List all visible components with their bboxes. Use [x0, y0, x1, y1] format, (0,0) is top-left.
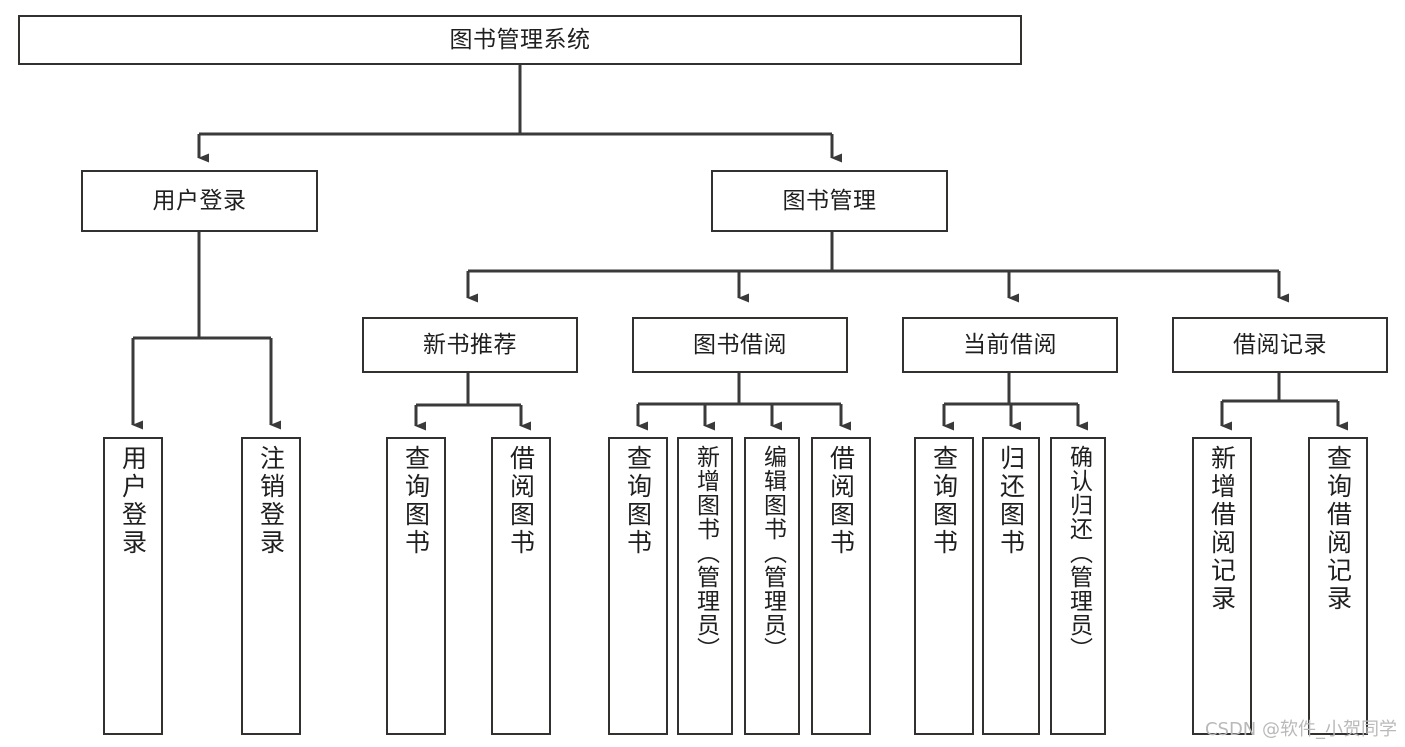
leaf-edit-book-admin[interactable]: 编辑图书（管理员） [744, 437, 800, 735]
node-borrow-record-label: 借阅记录 [1233, 331, 1327, 358]
node-new-book-recommend-label: 新书推荐 [423, 331, 517, 358]
leaf-user-login[interactable]: 用户登录 [103, 437, 163, 735]
node-current-borrow[interactable]: 当前借阅 [902, 317, 1118, 373]
leaf-query-book-current[interactable]: 查询图书 [914, 437, 974, 735]
leaf-confirm-return-admin-label: 确认归还（管理员） [1065, 445, 1092, 661]
csdn-watermark: CSDN @软件_小贺同学 [1204, 719, 1397, 740]
node-book-management-label: 图书管理 [782, 187, 877, 214]
node-current-borrow-label: 当前借阅 [963, 331, 1057, 358]
leaf-borrow-book-borrow[interactable]: 借阅图书 [811, 437, 871, 735]
node-user-login-label: 用户登录 [152, 187, 247, 214]
leaf-query-book-newbook[interactable]: 查询图书 [386, 437, 446, 735]
node-new-book-recommend[interactable]: 新书推荐 [362, 317, 578, 373]
leaf-return-book-label: 归还图书 [996, 445, 1026, 557]
leaf-add-book-admin[interactable]: 新增图书（管理员） [677, 437, 733, 735]
node-book-borrow-label: 图书借阅 [693, 331, 787, 358]
leaf-borrow-book-newbook[interactable]: 借阅图书 [491, 437, 551, 735]
leaf-borrow-book-newbook-label: 借阅图书 [506, 445, 536, 557]
leaf-logout-label: 注销登录 [256, 445, 286, 557]
leaf-add-book-admin-label: 新增图书（管理员） [692, 445, 719, 661]
leaf-add-borrow-record[interactable]: 新增借阅记录 [1192, 437, 1252, 735]
node-book-management[interactable]: 图书管理 [711, 170, 948, 232]
leaf-return-book[interactable]: 归还图书 [982, 437, 1040, 735]
leaf-add-borrow-record-label: 新增借阅记录 [1207, 445, 1237, 613]
node-root[interactable]: 图书管理系统 [18, 15, 1022, 65]
node-book-borrow[interactable]: 图书借阅 [632, 317, 848, 373]
node-root-label: 图书管理系统 [449, 26, 591, 53]
leaf-logout[interactable]: 注销登录 [241, 437, 301, 735]
leaf-borrow-book-borrow-label: 借阅图书 [826, 445, 856, 557]
leaf-confirm-return-admin[interactable]: 确认归还（管理员） [1050, 437, 1106, 735]
leaf-query-book-borrow-label: 查询图书 [623, 445, 653, 557]
leaf-query-book-newbook-label: 查询图书 [401, 445, 431, 557]
leaf-query-book-borrow[interactable]: 查询图书 [608, 437, 668, 735]
leaf-query-book-current-label: 查询图书 [929, 445, 959, 557]
leaf-query-borrow-record[interactable]: 查询借阅记录 [1308, 437, 1368, 735]
node-user-login[interactable]: 用户登录 [81, 170, 318, 232]
leaf-user-login-label: 用户登录 [118, 445, 148, 557]
leaf-query-borrow-record-label: 查询借阅记录 [1323, 445, 1353, 613]
node-borrow-record[interactable]: 借阅记录 [1172, 317, 1388, 373]
leaf-edit-book-admin-label: 编辑图书（管理员） [759, 445, 786, 661]
